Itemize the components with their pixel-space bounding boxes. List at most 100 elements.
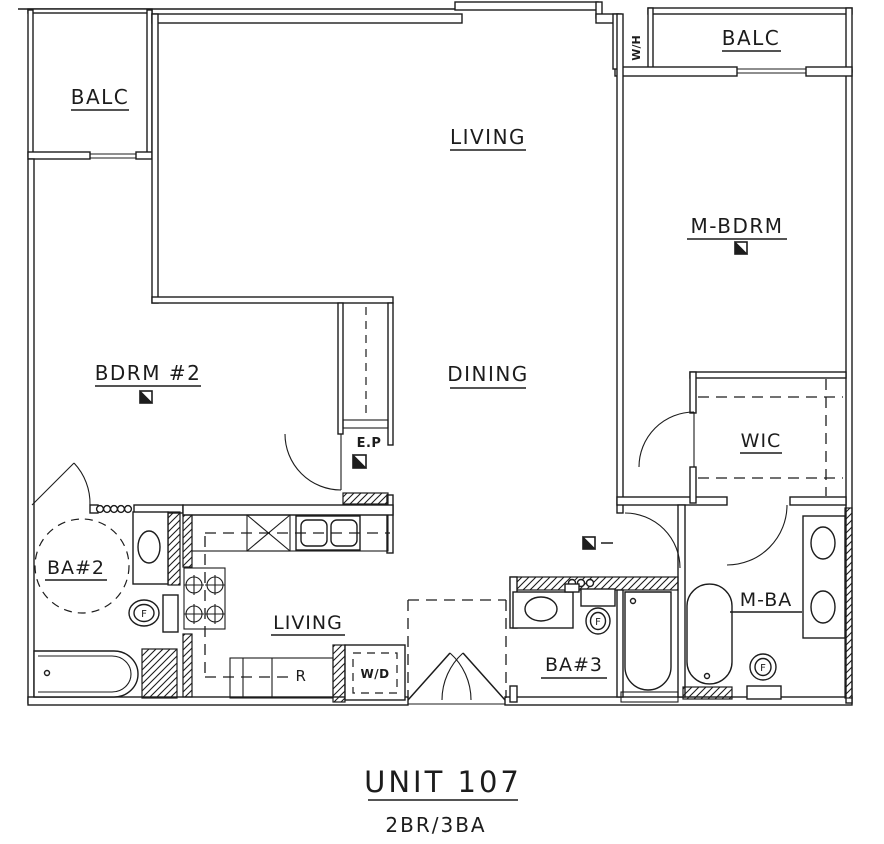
wall [27, 158, 35, 704]
toilet-bowl [133, 603, 155, 623]
tub-drain [43, 669, 51, 677]
unit-config: 2BR/3BA [385, 813, 486, 837]
washer-dryer-label: W/D [360, 667, 389, 681]
entry-door-right-arc [441, 652, 464, 701]
accessory [564, 583, 580, 593]
label-balcony-right: BALC [722, 26, 781, 50]
wall [151, 13, 463, 24]
washer-dryer-box [344, 644, 406, 701]
wall [616, 13, 624, 514]
shower-rod-ring [109, 504, 119, 514]
label-master-bath: M-BA [740, 589, 793, 611]
wall [614, 66, 738, 77]
entry-door-left-arc [449, 652, 472, 701]
toilet-bowl [589, 611, 607, 631]
bath3-fixtures: F [512, 583, 679, 703]
sink [137, 530, 161, 564]
burner-cross [184, 575, 204, 595]
wall [789, 496, 847, 506]
label-water-heater: W/H [630, 35, 643, 60]
toilet-mark: F [760, 663, 766, 674]
toilet-tank [746, 685, 782, 700]
label-balcony-left: BALC [71, 85, 130, 109]
wall [182, 504, 394, 516]
door-arc-bedroom2 [284, 433, 342, 491]
label-bath-3: BA#3 [545, 654, 603, 676]
toilet-bowl [754, 657, 772, 677]
label-walk-in-closet: WIC [741, 430, 782, 452]
closet-details [342, 307, 843, 698]
label-living: LIVING [450, 125, 526, 149]
door-arc-master-bath [726, 504, 788, 566]
toilet-tank [580, 588, 616, 607]
fixture-symbol-fill [582, 535, 597, 550]
burner-cross [205, 575, 225, 595]
interior-walls [89, 13, 853, 703]
bathtub-inner [38, 655, 132, 693]
wall [616, 589, 624, 698]
tub-drain [703, 672, 711, 680]
balcony-wall [845, 7, 853, 73]
label-master-bedroom: M-BDRM [690, 214, 783, 238]
toilet-tank [162, 594, 179, 633]
wall [151, 296, 394, 304]
fixture-symbol-fill [352, 453, 368, 469]
wall [677, 504, 686, 698]
ep-shelf [342, 419, 389, 429]
bathtub [33, 650, 139, 698]
balcony-wall [27, 9, 34, 158]
hatched-wall [844, 507, 853, 699]
wall [387, 302, 394, 446]
wall [454, 1, 599, 11]
label-dining: DINING [447, 362, 529, 386]
kitchen-fixtures: R W/D [183, 514, 406, 701]
stove-burners [184, 575, 225, 624]
shower-rod-ring [95, 504, 105, 514]
hatched-wall [167, 511, 181, 586]
balcony-wall [647, 7, 853, 15]
turning-circle [34, 518, 130, 614]
entry-door-right-panel [462, 652, 506, 701]
counter [229, 657, 334, 699]
wall [386, 494, 394, 554]
door-arc-master-bedroom [624, 512, 681, 569]
hatched-wall [182, 633, 193, 698]
label-kitchen-living: LIVING [273, 612, 343, 634]
doors [31, 411, 788, 701]
sink [810, 526, 836, 560]
balcony-wall [27, 151, 91, 160]
range-label: R [296, 667, 307, 685]
balcony-wall [647, 7, 654, 71]
wall [27, 696, 409, 706]
door-arc-wic [638, 411, 695, 468]
wall [805, 66, 853, 77]
label-bedroom-2: BDRM #2 [95, 361, 202, 385]
shower-rod-ring [116, 504, 126, 514]
balcony-wall [27, 8, 153, 14]
balcony-wall [146, 9, 153, 158]
wall [616, 496, 728, 506]
bathtub [686, 583, 733, 685]
toilet-mark: F [141, 609, 147, 620]
bath2-fixtures: F [33, 511, 179, 698]
fixture-symbol-fill [734, 240, 749, 255]
label-bath-2: BA#2 [47, 557, 105, 579]
shower-rod-ring [102, 504, 112, 514]
label-electrical-panel: E.P [357, 436, 382, 451]
hatched-wall [182, 514, 193, 568]
wall [689, 371, 697, 414]
hatched-wall [141, 648, 178, 699]
shower-rod-ring [123, 504, 133, 514]
sink [810, 590, 836, 624]
title-block: UNIT 107 2BR/3BA [364, 765, 522, 837]
tub-drain [629, 597, 637, 605]
door-arc-bath2 [73, 462, 91, 506]
unit-title: UNIT 107 [364, 765, 522, 799]
door-panel-bath2 [31, 462, 75, 506]
plan-symbols [139, 240, 749, 550]
wall [337, 302, 344, 435]
burner-cross [205, 604, 225, 624]
washer-dryer-outline [352, 652, 398, 694]
